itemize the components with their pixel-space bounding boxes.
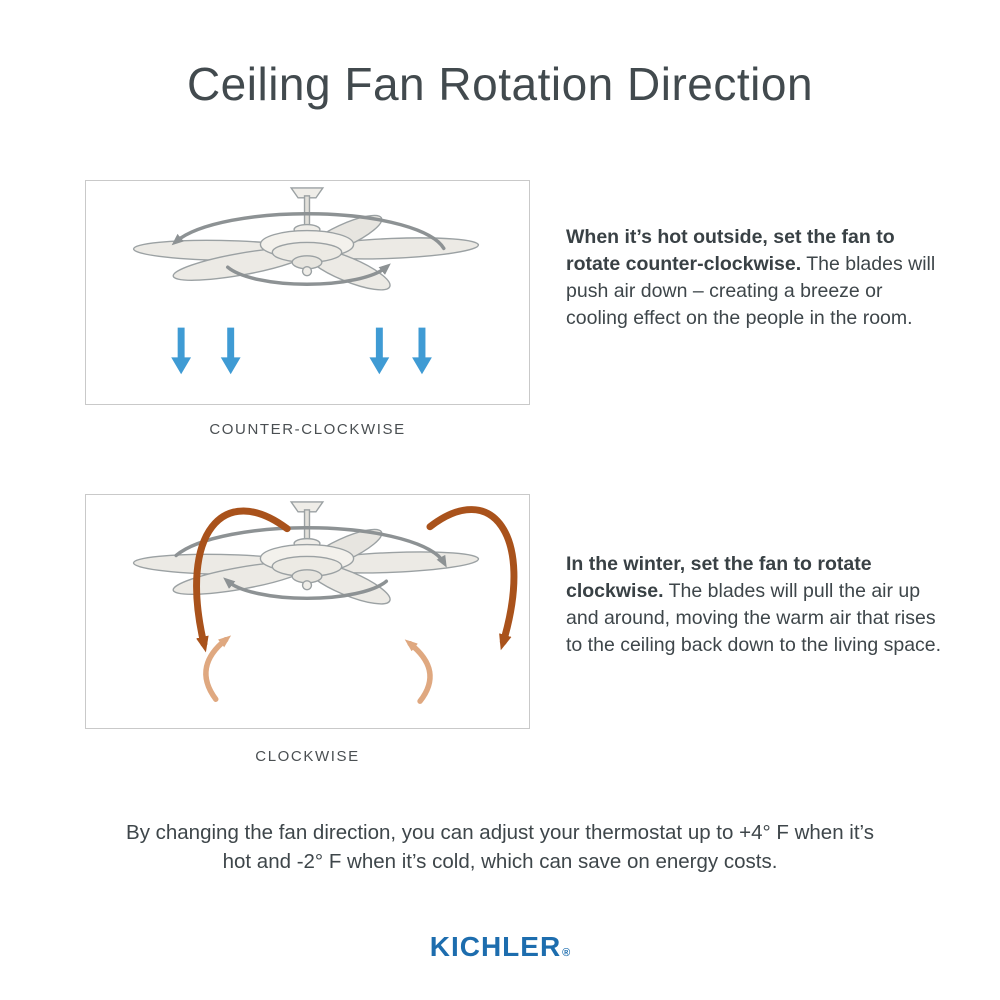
cooling-description-body: The blades will push air down – creating… [566, 252, 936, 329]
airflow-down-arrow-icon [171, 327, 432, 375]
ceiling-fan-icon [132, 501, 480, 613]
kichler-logo: KICHLER® [0, 931, 1000, 963]
registered-trademark-icon: ® [562, 947, 571, 959]
heating-description: In the winter, set the fan to rotate clo… [566, 551, 944, 659]
cooling-description-lead: When it’s hot outside, set the fan to ro… [566, 226, 895, 275]
airflow-up-arrow-icon [203, 635, 433, 704]
counter-clockwise-diagram-box [85, 180, 530, 405]
cooling-description: When it’s hot outside, set the fan to ro… [566, 224, 944, 332]
page-title: Ceiling Fan Rotation Direction [186, 58, 814, 110]
brand-name: KICHLER [429, 931, 562, 962]
warm-air-circulation-arrow-icon [193, 506, 518, 653]
heating-description-lead: In the winter, set the fan to rotate clo… [566, 553, 872, 602]
ceiling-fan-clockwise-illustration [132, 501, 518, 704]
ceiling-fan-counter-clockwise-illustration [132, 187, 480, 375]
clockwise-label: CLOCKWISE [255, 748, 360, 765]
counter-clockwise-label: COUNTER-CLOCKWISE [209, 421, 406, 438]
ceiling-fan-icon [132, 187, 480, 299]
energy-savings-note: By changing the fan direction, you can a… [126, 821, 874, 874]
counter-clockwise-rotation-arrow-icon [171, 211, 446, 287]
clockwise-diagram-box [85, 494, 530, 729]
heating-description-body: The blades will pull the air up and arou… [566, 579, 942, 656]
